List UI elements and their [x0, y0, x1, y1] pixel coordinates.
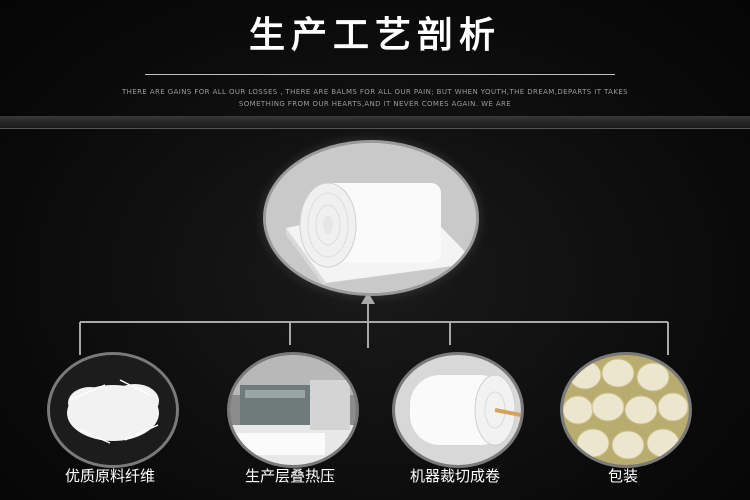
cut-roll-image	[395, 355, 521, 465]
tagline: THERE ARE GAINS FOR ALL OUR LOSSES , THE…	[60, 86, 690, 110]
step-label-fiber: 优质原料纤维	[64, 467, 155, 485]
arrow-up-icon	[361, 292, 375, 304]
step-thumb-packaging	[560, 352, 692, 468]
cotton-roll-image	[266, 143, 476, 293]
step-label-packaging: 包装	[607, 467, 638, 485]
hero-cotton-roll	[263, 140, 479, 296]
production-line-image	[230, 355, 356, 465]
title-divider	[145, 74, 615, 75]
tagline-line-1: THERE ARE GAINS FOR ALL OUR LOSSES , THE…	[121, 88, 628, 96]
step-label-cutting: 机器裁切成卷	[409, 467, 500, 485]
header-band	[0, 116, 750, 128]
step-label-production: 生产层叠热压	[244, 467, 335, 485]
fiber-image	[50, 355, 176, 465]
page-title: 生产工艺剖析	[248, 15, 501, 56]
step-thumb-fiber	[47, 352, 179, 468]
step-thumb-cutting	[392, 352, 524, 468]
tagline-line-2: SOMETHING FROM OUR HEARTS,AND IT NEVER C…	[238, 100, 512, 108]
header-band-edge	[0, 128, 750, 129]
packaging-image	[563, 355, 689, 465]
step-thumb-production	[227, 352, 359, 468]
